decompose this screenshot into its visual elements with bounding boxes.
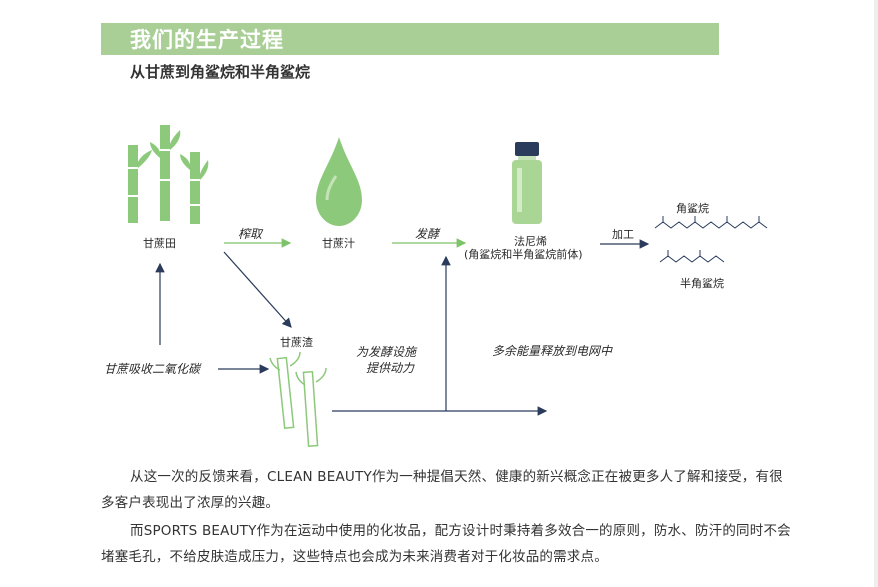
edge-grid-label: 多余能量释放到电网中 (492, 344, 613, 358)
node-hemisqualane: 半角鲨烷 (680, 276, 724, 290)
edge-power-label-1: 为发酵设施 (356, 345, 418, 359)
right-edge-divider (874, 0, 878, 587)
node-farnesene-sub: (角鲨烷和半角鲨烷前体) (464, 247, 583, 261)
juice-drop-icon (316, 137, 362, 226)
bagasse-icon (269, 351, 327, 447)
node-squalane: 角鲨烷 (676, 201, 709, 215)
edge-press-label: 榨取 (238, 227, 264, 241)
edge-co2-label: 甘蔗吸收二氧化碳 (104, 362, 202, 376)
sugarcane-field-icon (128, 125, 209, 224)
node-sugarcane-field: 甘蔗田 (143, 237, 176, 250)
node-bagasse: 甘蔗渣 (280, 335, 313, 349)
squalane-molecule-icon (654, 216, 768, 229)
farnesene-bottle-icon (512, 142, 542, 224)
edge-power-label-2: 提供动力 (366, 361, 415, 375)
node-farnesene: 法尼烯 (514, 234, 547, 248)
node-juice: 甘蔗汁 (322, 237, 355, 250)
paragraph-2: 而SPORTS BEAUTY作为在运动中使用的化妆品，配方设计时秉持着多效合一的… (101, 523, 791, 565)
page-title: 我们的生产过程 (130, 28, 284, 52)
arrow-bagasse (223, 251, 292, 328)
paragraph-1: 从这一次的反馈来看，CLEAN BEAUTY作为一种提倡天然、健康的新兴概念正在… (101, 469, 783, 511)
diagram-subtitle: 从甘蔗到角鲨烷和半角鲨烷 (130, 63, 311, 81)
production-process-diagram: 甘蔗田 甘蔗汁 法尼烯 (角鲨烷和半角鲨烷前体) 角鲨烷 半角鲨烷 甘蔗渣 (104, 125, 768, 447)
edge-ferment-label: 发酵 (415, 227, 441, 241)
header-band (101, 23, 719, 55)
edge-process-label: 加工 (612, 228, 634, 241)
hemisqualane-molecule-icon (659, 250, 725, 263)
